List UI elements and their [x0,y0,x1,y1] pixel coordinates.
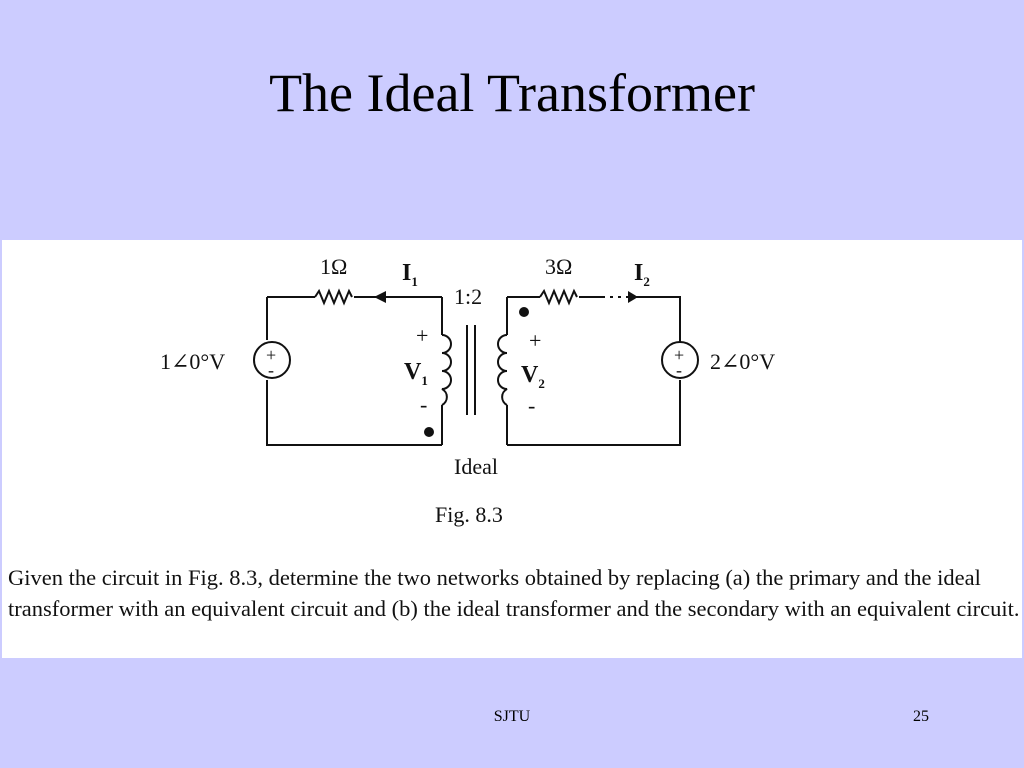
v2-plus: + [529,328,541,353]
primary-coil [441,334,452,406]
left-side-wire [266,297,442,446]
source-2-label: 2∠0°V [710,349,775,374]
v1-label: V1 [404,359,428,388]
right-bottom-wire [507,380,681,446]
footer-label: SJTU [493,708,531,725]
secondary-polarity-dot [519,307,529,317]
source-1-plus: + [266,345,276,365]
resistor-2 [539,288,578,306]
source-1-label: 1∠0°V [160,349,225,374]
current-arrow-i2 [628,291,638,303]
current-arrow-i1 [374,291,386,303]
figure-caption: Fig. 8.3 [435,502,503,527]
ideal-label: Ideal [454,454,498,479]
v2-letter: V [521,362,539,388]
question-text: Given the circuit in Fig. 8.3, determine… [8,565,1020,621]
figure-panel: 1Ω 3Ω I1 I2 1:2 1∠0°V + - 2∠0°V + - + V1… [2,240,1022,658]
v1-letter: V [404,359,422,385]
v1-plus: + [416,323,428,348]
i1-label: I1 [402,260,418,289]
resistor-2-label: 3Ω [545,254,572,279]
primary-polarity-dot [424,427,434,437]
slide-title: The Ideal Transformer [269,63,755,123]
turns-ratio-label: 1:2 [454,284,482,309]
i2-letter: I [634,260,643,286]
v2-label: V2 [521,362,545,391]
resistor-1-label: 1Ω [320,254,347,279]
voltage-source-1 [253,341,291,379]
v1-minus: - [420,392,427,417]
source-2-plus: + [674,345,684,365]
i2-label: I2 [634,260,650,289]
v1-subscript: 1 [421,373,428,388]
i1-letter: I [402,260,411,286]
page-number: 25 [913,708,929,725]
resistor-1 [314,288,353,306]
i1-subscript: 1 [411,274,418,289]
circuit-diagram: 1Ω 3Ω I1 I2 1:2 1∠0°V + - 2∠0°V + - + V1… [160,254,775,527]
source-1-minus: - [268,360,274,380]
voltage-source-2 [661,341,699,379]
right-top-wire [507,296,681,342]
source-2-minus: - [676,360,682,380]
v2-subscript: 2 [538,376,545,391]
i2-subscript: 2 [643,274,650,289]
v2-minus: - [528,393,535,418]
secondary-coil [497,334,508,406]
